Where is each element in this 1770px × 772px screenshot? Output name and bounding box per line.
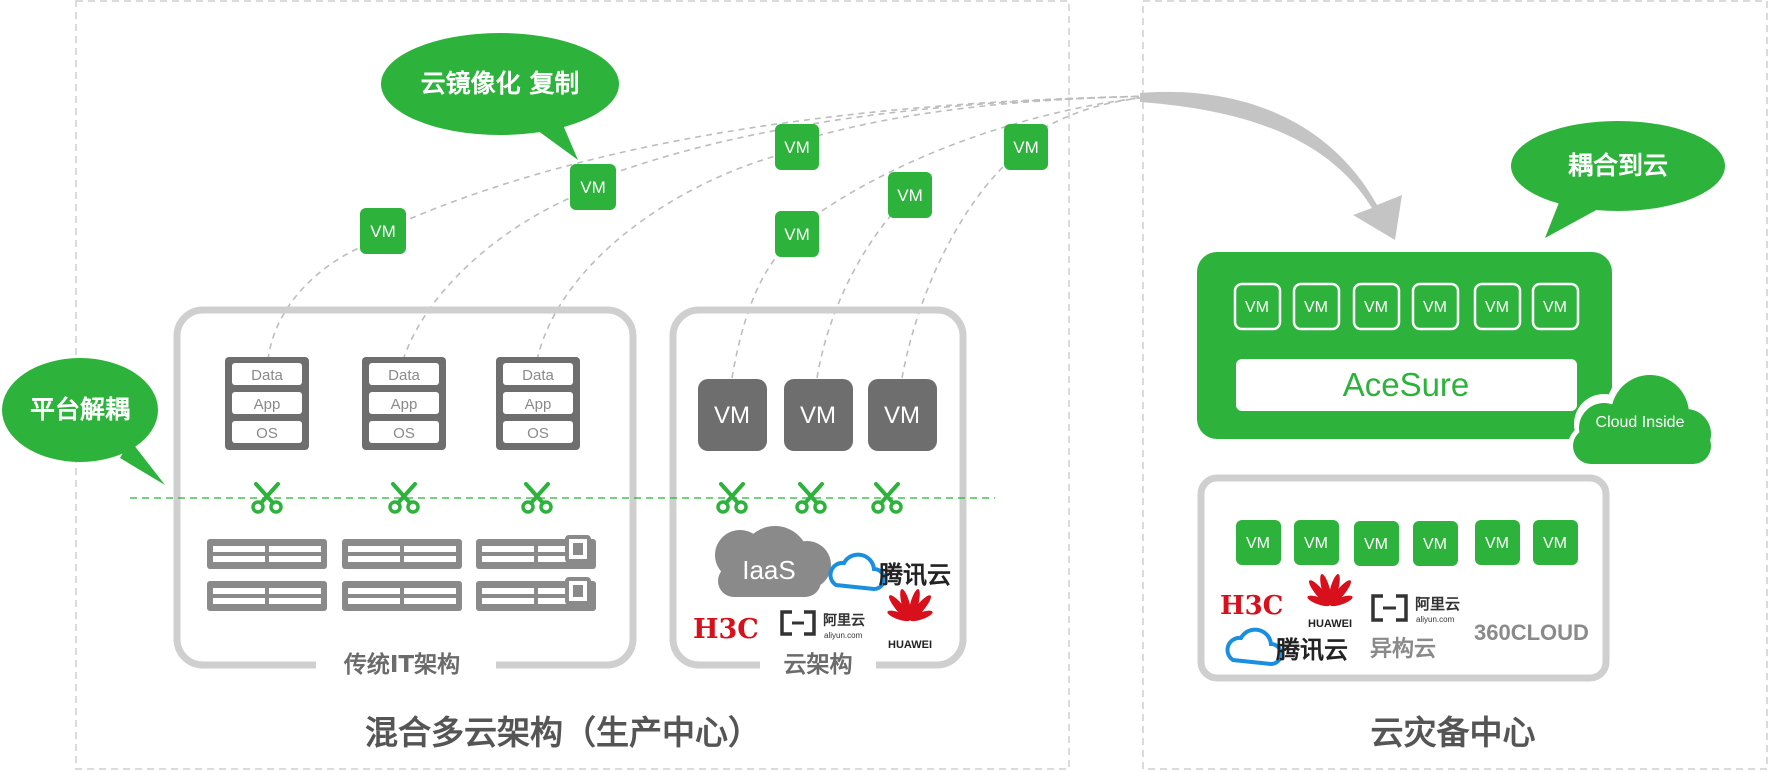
vm-chip: VM [1475, 520, 1520, 565]
svg-text:App: App [391, 396, 418, 413]
panel-label: 云架构 [784, 651, 853, 678]
bubble-text: 耦合到云 [1568, 151, 1668, 180]
bubble-decouple: 平台解耦 [2, 358, 165, 485]
svg-text:aliyun.com: aliyun.com [1416, 615, 1455, 624]
svg-text:HUAWEI: HUAWEI [888, 639, 932, 651]
svg-text:VM: VM [1245, 299, 1269, 316]
svg-text:Data: Data [388, 367, 420, 384]
heterogeneous-cloud-label: 异构云 [1370, 636, 1436, 662]
bubble-couple-to-cloud: 耦合到云 [1511, 121, 1725, 238]
svg-text:OS: OS [256, 425, 278, 442]
vm-block: VM [698, 379, 767, 451]
vm-chip: VM [888, 172, 932, 218]
dr-cloud-panel: VM VM VM VM VM VM H3C HUAWEI 阿里云 aliyun.… [1197, 474, 1610, 682]
h3c-logo: H3C [1220, 591, 1283, 621]
vm-outline: VM [1352, 282, 1401, 331]
svg-text:VM: VM [1246, 535, 1270, 552]
traditional-it-panel: 传统IT架构 Data App OS Data App OS Data App … [173, 306, 637, 678]
svg-text:OS: OS [527, 425, 549, 442]
svg-text:VM: VM [1543, 535, 1567, 552]
svg-text:VM: VM [1013, 138, 1039, 157]
svg-text:App: App [525, 396, 552, 413]
dr-region [1142, 0, 1768, 770]
bubble-text: 平台解耦 [30, 395, 130, 424]
vm-outline: VM [1411, 282, 1460, 331]
vm-outline: VM [1473, 282, 1522, 331]
svg-text:VM: VM [897, 186, 923, 205]
cloud-inside-icon: Cloud Inside [1568, 366, 1716, 468]
server-stack: Data App OS [225, 357, 309, 450]
server-stack: Data App OS [496, 357, 580, 450]
server-stack: Data App OS [362, 357, 446, 450]
tencent-cloud-logo: 腾讯云 [1225, 627, 1348, 667]
vm-chip: VM [1533, 520, 1578, 565]
svg-text:OS: OS [393, 425, 415, 442]
migration-arrow [1140, 91, 1402, 241]
svg-text:VM: VM [1364, 536, 1388, 553]
svg-text:VM: VM [1304, 299, 1328, 316]
svg-text:腾讯云: 腾讯云 [879, 561, 951, 589]
huawei-logo: HUAWEI [887, 589, 933, 651]
hardware-racks [207, 535, 596, 611]
vm-chip: VM [775, 124, 819, 170]
svg-text:阿里云: 阿里云 [823, 613, 865, 629]
floating-vms: VM VM VM VM VM VM [360, 124, 1048, 257]
svg-text:IaaS: IaaS [742, 555, 796, 585]
svg-text:VM: VM [800, 402, 836, 429]
aliyun-logo: 阿里云 aliyun.com [1371, 594, 1460, 624]
vm-block: VM [784, 379, 853, 451]
svg-text:阿里云: 阿里云 [1415, 595, 1460, 613]
cloud-arch-panel: 云架构 VM VM VM IaaS 腾讯云 H3C 阿里云 aliyun.com [669, 306, 967, 678]
vm-outline: VM [1292, 282, 1341, 331]
panel-label: 传统IT架构 [343, 651, 460, 678]
acesure-block: VM VM VM VM VM VM AceSure [1197, 252, 1612, 439]
h3c-logo: H3C [693, 614, 759, 645]
svg-text:VM: VM [1423, 536, 1447, 553]
iaas-cloud-icon: IaaS [715, 526, 831, 597]
vm-chip: VM [1236, 520, 1281, 565]
vm-chip: VM [1413, 521, 1458, 566]
dr-title: 云灾备中心 [1371, 713, 1536, 752]
vm-chip: VM [775, 211, 819, 257]
cloud360-logo: 360CLOUD [1474, 620, 1589, 645]
vm-chip: VM [1294, 520, 1339, 565]
svg-text:VM: VM [1423, 299, 1447, 316]
bubble-mirror-copy: 云镜像化 复制 [381, 33, 619, 160]
svg-text:Cloud Inside: Cloud Inside [1596, 414, 1685, 431]
svg-text:App: App [254, 396, 281, 413]
svg-text:VM: VM [884, 402, 920, 429]
svg-text:VM: VM [1485, 535, 1509, 552]
acesure-vms: VM VM VM VM VM VM [1233, 282, 1580, 331]
aliyun-logo: 阿里云 aliyun.com [780, 610, 865, 640]
hybrid-title: 混合多云架构（生产中心） [365, 713, 761, 752]
tencent-cloud-logo: 腾讯云 [828, 552, 951, 592]
svg-text:VM: VM [1364, 299, 1388, 316]
svg-text:Data: Data [522, 367, 554, 384]
svg-text:腾讯云: 腾讯云 [1276, 636, 1348, 664]
vm-outline: VM [1531, 282, 1580, 331]
migration-paths [267, 95, 1161, 379]
svg-text:VM: VM [784, 138, 810, 157]
vm-chip: VM [360, 208, 406, 254]
huawei-logo: HUAWEI [1307, 574, 1353, 630]
svg-text:VM: VM [714, 402, 750, 429]
vm-outline: VM [1233, 282, 1282, 331]
svg-text:VM: VM [580, 178, 606, 197]
svg-text:VM: VM [1304, 535, 1328, 552]
vm-chip: VM [1004, 124, 1048, 170]
dr-vms: VM VM VM VM VM VM [1236, 520, 1578, 566]
vm-chip: VM [1354, 521, 1399, 566]
svg-text:Data: Data [251, 367, 283, 384]
vm-chip: VM [570, 164, 616, 210]
svg-text:VM: VM [784, 225, 810, 244]
svg-text:aliyun.com: aliyun.com [824, 631, 863, 640]
svg-text:VM: VM [1543, 299, 1567, 316]
svg-text:VM: VM [370, 222, 396, 241]
svg-text:VM: VM [1485, 299, 1509, 316]
vm-block: VM [868, 379, 937, 451]
svg-text:HUAWEI: HUAWEI [1308, 618, 1352, 630]
bubble-text: 云镜像化 复制 [421, 69, 580, 98]
acesure-label: AceSure [1343, 366, 1470, 403]
